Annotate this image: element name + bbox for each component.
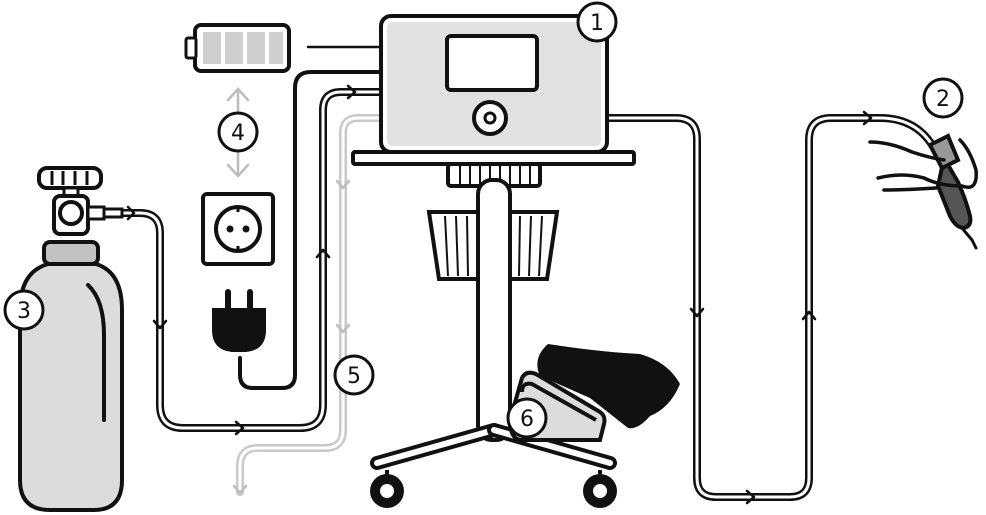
callout-5: 5 (333, 354, 375, 396)
power-option-double-arrow (226, 87, 250, 178)
flow-chevron (234, 420, 245, 436)
gas-cylinder-icon (18, 166, 124, 512)
power-plug-icon (212, 289, 266, 352)
callout-6: 6 (506, 397, 548, 439)
callout-2: 2 (922, 77, 964, 119)
power-cord (238, 70, 382, 390)
cart-icon (351, 150, 636, 508)
svg-text:1: 1 (590, 11, 604, 36)
svg-text:2: 2 (936, 87, 950, 112)
flow-chevron (801, 310, 817, 321)
callout-1: 1 (576, 1, 618, 43)
exhaust-chevron (232, 484, 248, 495)
flow-chevron (689, 307, 705, 318)
flow-chevron (315, 248, 331, 259)
callout-4: 4 (217, 111, 259, 153)
handpiece-icon (868, 133, 978, 250)
battery-icon (184, 23, 291, 73)
flow-chevron (152, 319, 168, 330)
flow-chevron (346, 84, 357, 100)
gas-supply-tube (118, 84, 384, 436)
electrosurgical-unit (379, 14, 609, 154)
wall-socket-icon (201, 192, 275, 266)
callout-3: 3 (3, 289, 45, 331)
flow-chevron (126, 205, 136, 221)
exhaust-chevron (335, 179, 351, 190)
svg-text:4: 4 (231, 121, 245, 146)
svg-text:6: 6 (520, 407, 534, 432)
flow-chevron (862, 110, 873, 126)
svg-text:5: 5 (347, 364, 361, 389)
gas-exhaust-line (232, 114, 382, 496)
svg-text:3: 3 (17, 299, 31, 324)
flow-chevron (745, 489, 756, 505)
exhaust-chevron (335, 323, 351, 334)
